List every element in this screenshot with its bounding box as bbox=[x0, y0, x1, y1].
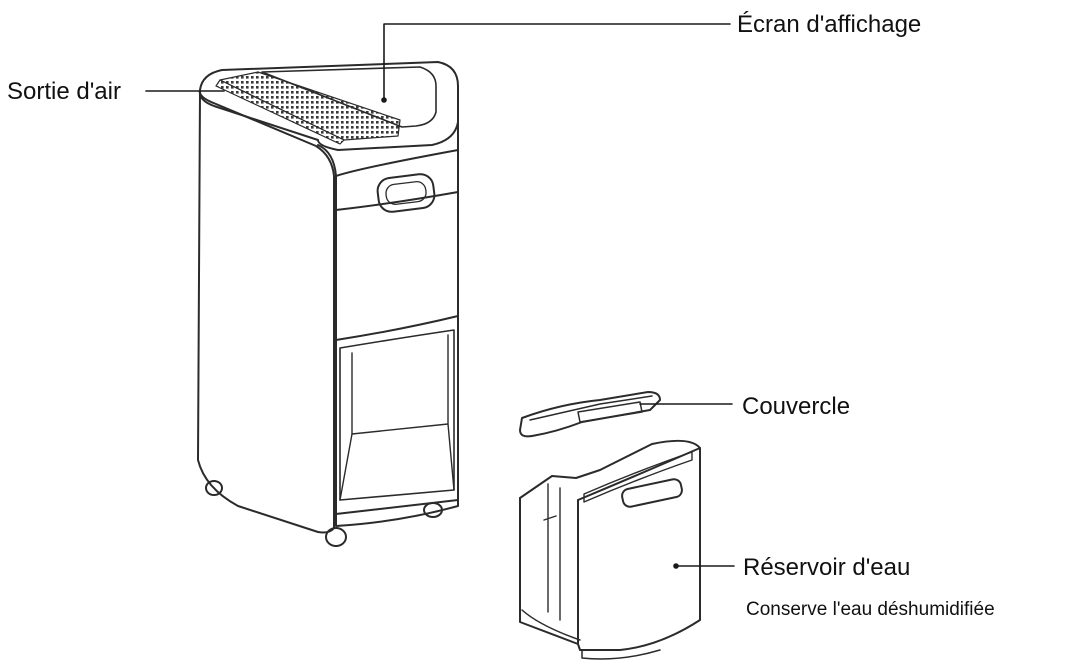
tank-handle bbox=[621, 478, 683, 508]
front-top-edge bbox=[335, 149, 459, 177]
label-display-screen: Écran d'affichage bbox=[737, 11, 922, 38]
front-seam-lower bbox=[335, 315, 459, 341]
top-panel bbox=[198, 61, 459, 151]
front-seam-upper bbox=[335, 191, 459, 211]
label-air-outlet: Sortie d'air bbox=[7, 78, 121, 105]
wheel-back-left bbox=[205, 480, 223, 496]
leader-display-screen bbox=[383, 23, 731, 101]
wheel-front-right bbox=[423, 502, 443, 518]
lid-outline bbox=[519, 391, 661, 438]
tank-lid bbox=[519, 391, 661, 438]
label-water-tank-description: Conserve l'eau déshumidifiée bbox=[746, 599, 995, 620]
tank-cavity-floor bbox=[339, 423, 455, 501]
tank-front-face bbox=[577, 447, 701, 651]
leader-water-tank-dot bbox=[673, 563, 679, 569]
label-water-tank: Réservoir d'eau bbox=[743, 554, 911, 581]
lid-grip bbox=[577, 401, 643, 423]
carry-handle-inner bbox=[385, 181, 427, 205]
tank-left-detail bbox=[543, 483, 561, 621]
lid-top-edge bbox=[529, 395, 653, 421]
tank-cavity bbox=[339, 329, 455, 501]
tank-top-rim bbox=[519, 439, 701, 499]
leader-display-screen-dot bbox=[381, 97, 387, 103]
water-tank bbox=[519, 439, 701, 660]
leader-lines bbox=[145, 23, 735, 569]
tank-back-wall bbox=[519, 497, 579, 645]
base-plate bbox=[335, 495, 459, 527]
carry-handle bbox=[376, 173, 436, 213]
tank-inner-rim bbox=[583, 451, 693, 503]
wheel-front-left bbox=[325, 527, 347, 547]
dehumidifier-unit bbox=[197, 61, 459, 547]
tank-cavity-back bbox=[351, 334, 449, 435]
side-panel bbox=[197, 91, 335, 534]
tank-bottom-edge bbox=[521, 609, 661, 660]
air-outlet-grille-front bbox=[215, 79, 345, 145]
display-screen bbox=[261, 66, 437, 128]
label-lid: Couvercle bbox=[742, 393, 851, 420]
front-panel bbox=[317, 121, 459, 515]
